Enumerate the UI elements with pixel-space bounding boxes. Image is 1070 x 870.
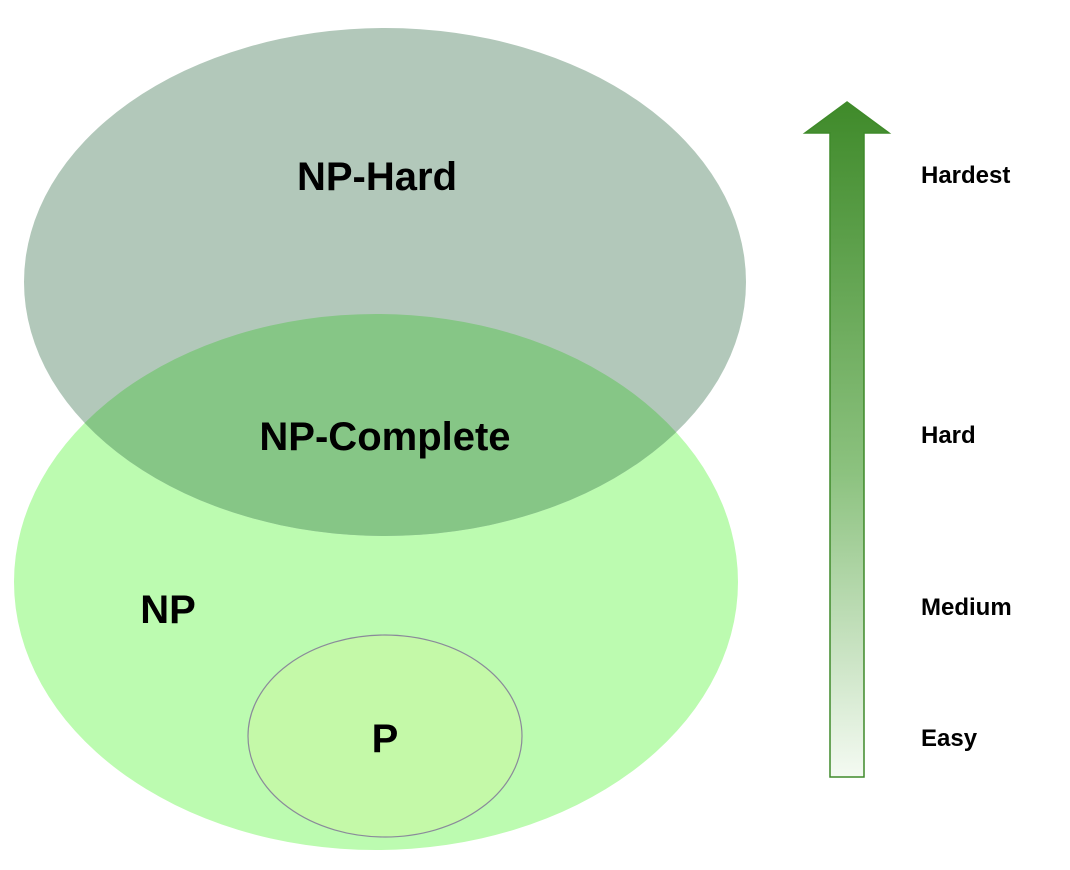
np-label: NP [140, 588, 196, 632]
level-label-hard: Hard [921, 422, 976, 449]
difficulty-arrow-icon [802, 101, 892, 778]
level-label-easy: Easy [921, 725, 978, 752]
level-label-medium: Medium [921, 594, 1012, 621]
p-set [247, 634, 523, 838]
level-label-hardest: Hardest [921, 162, 1010, 189]
np-complete-region [24, 314, 738, 536]
p-label: P [372, 717, 399, 761]
np-hard-label: NP-Hard [297, 155, 457, 199]
np-complete-label: NP-Complete [259, 415, 510, 459]
